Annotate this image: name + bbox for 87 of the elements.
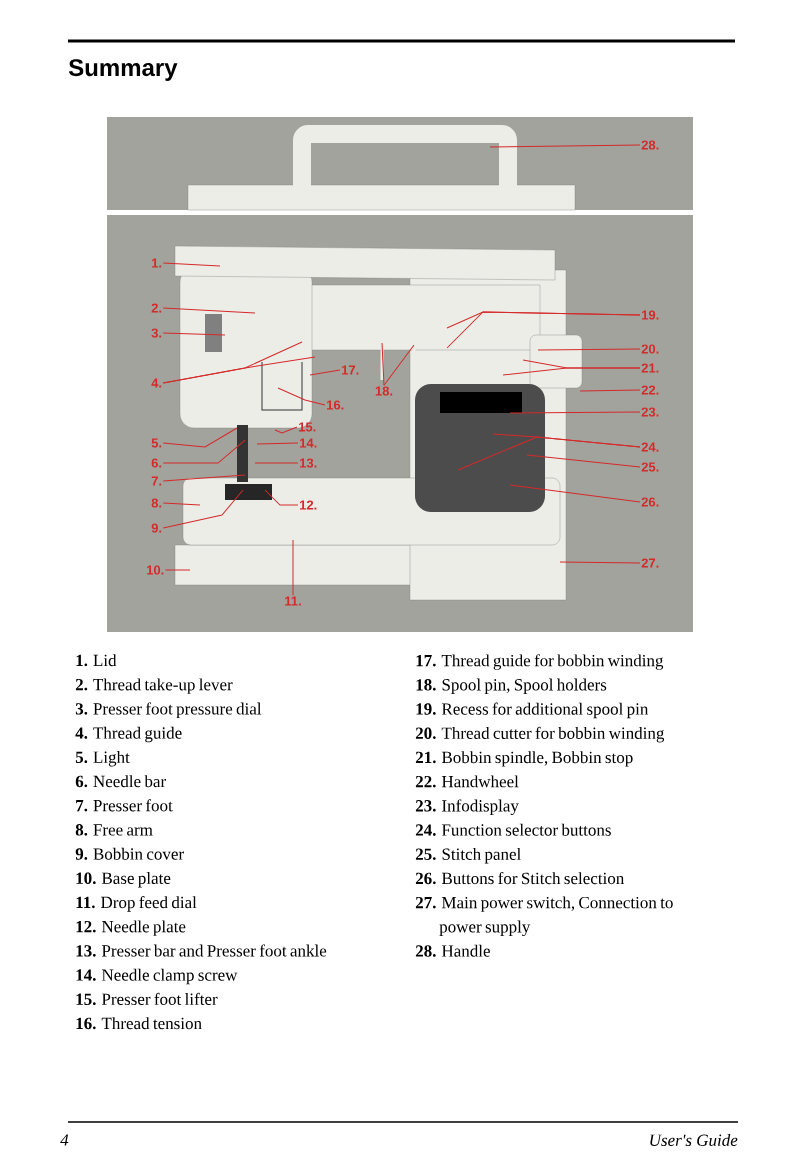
leader-line bbox=[489, 144, 641, 148]
list-item: 20. Thread cutter for bobbin winding bbox=[415, 726, 665, 743]
leader-line bbox=[162, 489, 244, 529]
callout-number: 13. bbox=[300, 458, 317, 468]
leader-line bbox=[292, 539, 294, 596]
callout-number: 15. bbox=[299, 422, 316, 432]
list-item: 7. Presser foot bbox=[76, 799, 173, 812]
list-item: 16. Thread tension bbox=[76, 1017, 202, 1030]
callout-number: 23. bbox=[641, 407, 659, 417]
callout-number: 20. bbox=[641, 344, 659, 354]
callout-number: 9. bbox=[151, 523, 162, 533]
leader-line bbox=[509, 484, 641, 503]
callout-number: 21. bbox=[641, 363, 659, 373]
callout-number: 4. bbox=[151, 378, 162, 388]
list-item: 11. Drop feed dial bbox=[76, 896, 197, 912]
list-item: 22. Handwheel bbox=[415, 775, 519, 788]
list-item: 8. Free arm bbox=[75, 824, 153, 836]
callout-number: 11. bbox=[285, 596, 301, 606]
leader-line bbox=[383, 344, 415, 386]
list-item: 24. Function selector buttons bbox=[415, 823, 611, 836]
leader-line bbox=[502, 367, 641, 376]
leader-line bbox=[162, 427, 238, 448]
list-item: 19. Recess for additional spool pin bbox=[416, 702, 649, 719]
callout-number: 22. bbox=[641, 385, 659, 395]
callout-number: 12. bbox=[300, 500, 317, 510]
leader-line bbox=[162, 356, 316, 384]
leader-line bbox=[162, 439, 246, 464]
leader-line bbox=[537, 348, 641, 351]
footer-text: User's Guide bbox=[650, 1134, 738, 1146]
list-item: 25. Stitch panel bbox=[415, 848, 521, 864]
list-item: 23. Infodisplay bbox=[415, 799, 519, 816]
leader-line bbox=[162, 502, 201, 506]
list-item: 4. Thread guide bbox=[75, 726, 182, 743]
leader-line bbox=[254, 462, 299, 464]
leader-line bbox=[164, 569, 191, 571]
leader-line bbox=[457, 436, 641, 471]
callout-number: 8. bbox=[151, 498, 162, 508]
callout-number: 2. bbox=[151, 303, 162, 313]
callout-number: 5. bbox=[151, 438, 162, 448]
callout-number: 6. bbox=[151, 458, 162, 468]
callout-number: 28. bbox=[641, 140, 659, 150]
leader-line bbox=[274, 426, 298, 434]
leader-line bbox=[381, 342, 385, 386]
list-item: 18. Spool pin, Spool holders bbox=[416, 678, 607, 694]
leader-line bbox=[309, 369, 341, 376]
list-item: 27. Main power switch, Connection to power supply bbox=[415, 896, 673, 937]
leader-line bbox=[256, 442, 299, 445]
callout-number: 26. bbox=[641, 497, 659, 507]
callout-number: 3. bbox=[151, 328, 162, 338]
list-item: 2. Thread take-up lever bbox=[75, 678, 233, 694]
list-item: 5. Light bbox=[75, 751, 130, 767]
list-item: 28. Handle bbox=[415, 944, 490, 957]
list-item: 1. Lid bbox=[76, 654, 117, 667]
callout-number: 19. bbox=[642, 310, 659, 320]
list-item: 13. Presser bar and Presser foot ankle bbox=[76, 944, 327, 957]
list-item: 14. Needle clamp screw bbox=[76, 968, 238, 985]
page-number: 4 bbox=[60, 1134, 69, 1146]
leader-line bbox=[559, 561, 641, 564]
leader-line bbox=[162, 474, 246, 482]
list-item: 21. Bobbin spindle, Bobbin stop bbox=[415, 751, 633, 767]
leader-line bbox=[277, 387, 326, 406]
callout-number: 1. bbox=[152, 258, 162, 268]
list-item: 3. Presser foot pressure dial bbox=[75, 702, 262, 719]
title: Summary bbox=[68, 59, 178, 81]
callout-number: 24. bbox=[641, 442, 659, 452]
leader-line bbox=[446, 311, 641, 349]
callout-number: 16. bbox=[327, 400, 344, 410]
callout-number: 7. bbox=[151, 476, 162, 486]
callout-number: 27. bbox=[641, 558, 659, 568]
callout-number: 25. bbox=[641, 462, 659, 472]
callout-number: 17. bbox=[342, 365, 359, 375]
list-item: 15. Presser foot lifter bbox=[76, 992, 218, 1006]
list-item: 26. Buttons for Stitch selection bbox=[415, 872, 625, 885]
list-item: 6. Needle bar bbox=[75, 775, 166, 788]
leader-line bbox=[162, 332, 226, 336]
list-item: 10. Base plate bbox=[76, 872, 171, 888]
leader-line bbox=[509, 411, 641, 414]
leader-line bbox=[264, 489, 299, 506]
leader-line bbox=[526, 454, 641, 468]
list-item: 12. Needle plate bbox=[76, 920, 186, 936]
leader-line bbox=[162, 307, 256, 314]
list-item: 17. Thread guide for bobbin winding bbox=[416, 654, 664, 670]
callout-number: 10. bbox=[147, 565, 164, 575]
callout-number: 14. bbox=[300, 438, 317, 448]
list-item: 9. Bobbin cover bbox=[75, 847, 184, 860]
leader-line bbox=[579, 389, 641, 392]
callout-number: 18. bbox=[375, 386, 393, 396]
